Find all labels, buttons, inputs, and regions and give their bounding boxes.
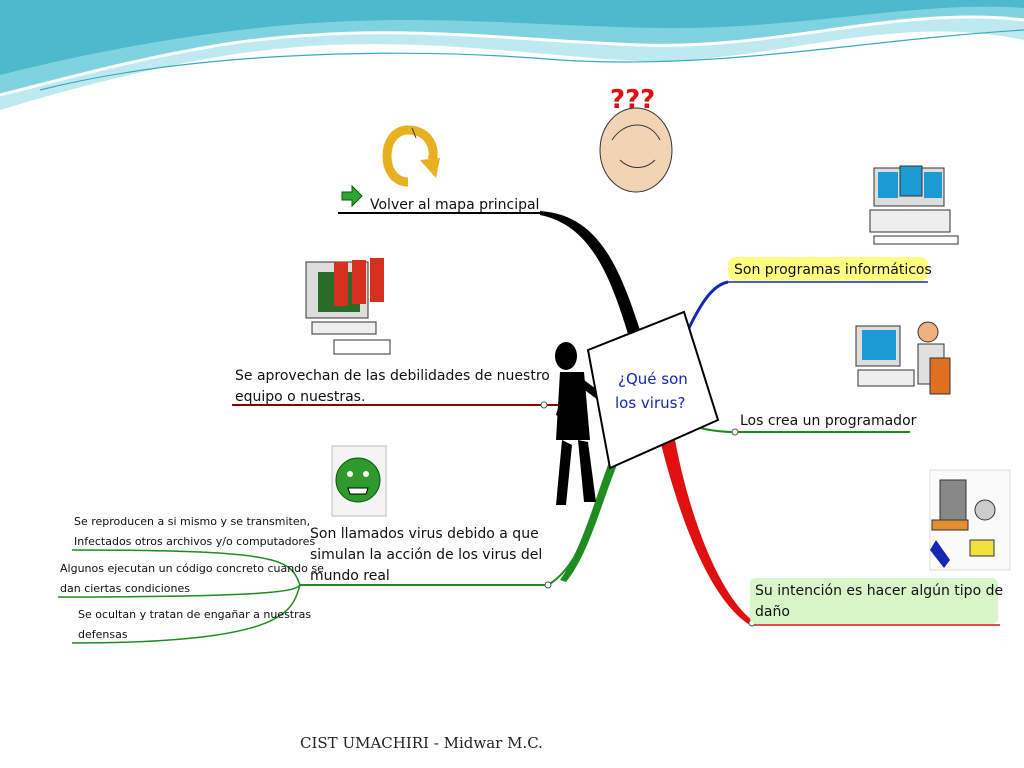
question-sign (586, 310, 720, 470)
node-intent-line1: Su intención es hacer algún tipo de (755, 583, 1003, 599)
back-arrow-icon[interactable] (382, 125, 440, 187)
branch-back (338, 211, 640, 334)
subnode-hide-line1: Se ocultan y tratan de engañar a nuestra… (78, 608, 311, 621)
node-named-line3: mundo real (310, 568, 390, 584)
subnode-execute-line1: Algunos ejecutan un código concreto cuan… (60, 562, 324, 575)
node-programs-label: Son programas informáticos (734, 262, 932, 278)
programmer-icon (855, 321, 951, 395)
center-question-line2: los virus? (615, 394, 685, 412)
footer-credit: CIST UMACHIRI - Midwar M.C. (300, 734, 543, 752)
damaged-computer-icon (929, 469, 1011, 571)
subnode-execute-line2: dan ciertas condiciones (60, 582, 190, 595)
svg-text:???: ??? (610, 85, 655, 115)
branch-programs (686, 280, 928, 331)
infected-computer-icon (305, 258, 391, 355)
subnode-reproduce-line1: Se reproducen a si mismo y se transmiten… (74, 515, 310, 528)
node-named-line2: simulan la acción de los virus del (310, 547, 542, 563)
computer-network-icon (869, 165, 959, 245)
subnode-reproduce-line2: Infectados otros archivos y/o computador… (74, 535, 315, 548)
branch-weakness (232, 401, 570, 409)
node-named-line1: Son llamados virus debido a que (310, 526, 539, 542)
node-back-label[interactable]: Volver al mapa principal (370, 197, 539, 213)
node-creator-label: Los crea un programador (740, 413, 917, 429)
center-question-line1: ¿Qué son (618, 370, 688, 388)
node-intent-line2: daño (755, 604, 790, 620)
programs-highlight (728, 257, 928, 281)
virus-icon (331, 445, 387, 517)
intent-highlight (750, 578, 998, 624)
node-weakness-line1: Se aprovechan de las debilidades de nues… (235, 368, 550, 384)
subnode-hide-line2: defensas (78, 628, 128, 641)
central-figure (555, 342, 604, 505)
node-weakness-line2: equipo o nuestras. (235, 389, 365, 405)
confused-head-icon: ??? (599, 85, 673, 193)
go-arrow-icon[interactable] (341, 184, 363, 208)
node-back[interactable]: Volver al mapa principal (370, 197, 539, 213)
header-wave (0, 0, 1024, 110)
